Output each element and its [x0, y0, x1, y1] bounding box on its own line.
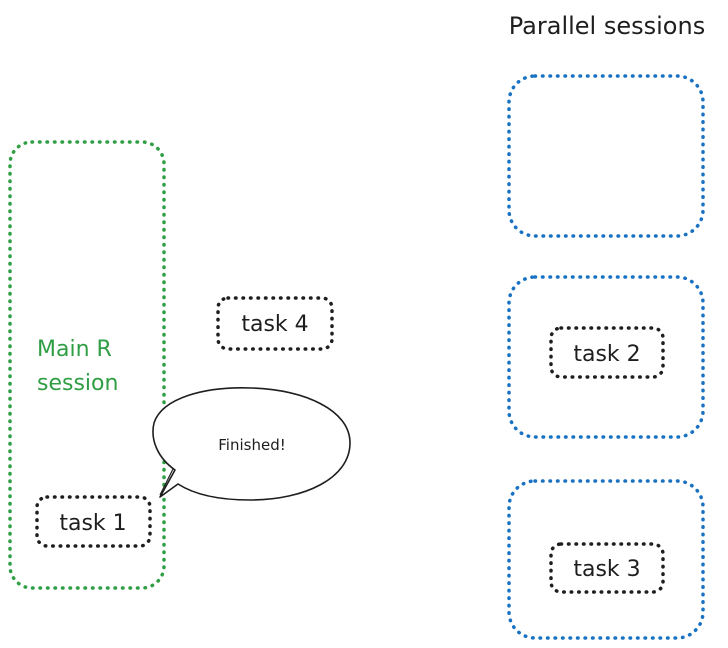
- task-2-box: [549, 326, 665, 379]
- main-session-label-line1: Main R: [37, 337, 112, 362]
- task-3-box: [549, 542, 665, 594]
- parallel-session-3-box: [507, 479, 705, 640]
- finished-text: Finished!: [218, 436, 285, 454]
- task-1-box: [35, 495, 152, 548]
- task-4-label: task 4: [241, 312, 308, 337]
- parallel-session-1-box: [507, 74, 705, 238]
- task-4-box: [216, 296, 334, 351]
- finished-speech-bubble: Finished!: [152, 387, 351, 501]
- main-session-label-line2: session: [37, 371, 118, 396]
- task-2-label: task 2: [573, 342, 640, 367]
- task-1-label: task 1: [59, 511, 126, 536]
- diagram-title: Parallel sessions: [509, 12, 705, 40]
- task-3-label: task 3: [573, 557, 640, 582]
- main-session-box: [8, 140, 166, 590]
